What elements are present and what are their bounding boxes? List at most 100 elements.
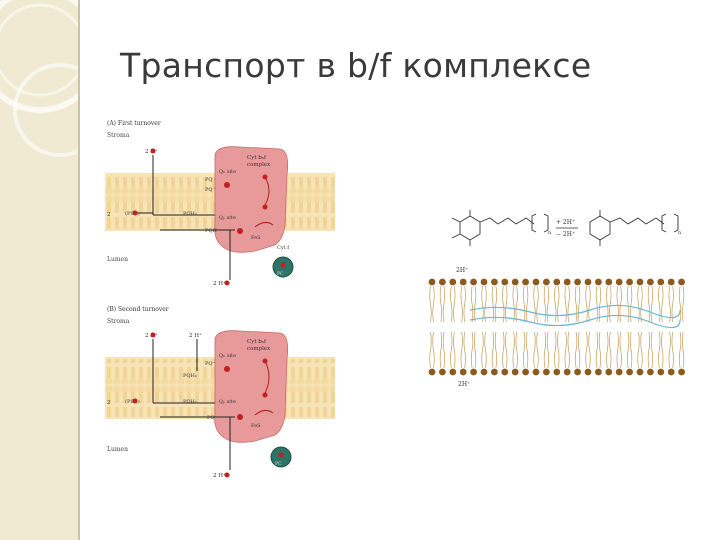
electron-paths-b xyxy=(152,339,274,470)
lipid-head xyxy=(491,368,498,376)
lipid-head xyxy=(647,278,654,286)
lipid-tail xyxy=(450,285,456,323)
lipid-head xyxy=(678,368,685,376)
lipid-tail xyxy=(575,331,581,369)
lipid-tail xyxy=(679,331,685,369)
lipid-tail xyxy=(471,331,477,369)
cyt-f-a: Cyt f xyxy=(277,245,290,251)
pqh2-b: PQH₂ xyxy=(183,399,197,405)
lipid-head xyxy=(667,278,675,286)
lipid-tail xyxy=(679,285,685,323)
stroma-label-a: Stroma xyxy=(107,132,130,139)
pc-heme-a xyxy=(280,262,286,268)
lipid-tail xyxy=(491,331,497,369)
lipid-head xyxy=(459,278,467,286)
lipid-tail xyxy=(450,331,456,369)
lipid-head xyxy=(480,278,488,286)
n-label-2: n xyxy=(678,230,682,236)
lipid-tail xyxy=(585,331,591,369)
n-label-1: n xyxy=(548,230,552,236)
lipid-head xyxy=(605,368,613,376)
lipid-tail xyxy=(606,331,612,369)
qn-site-a: Qₙ site xyxy=(219,169,236,175)
lipid-head xyxy=(595,368,602,376)
lipid-tail xyxy=(512,285,518,323)
h-left-b: 2 xyxy=(107,400,111,406)
lipid-head xyxy=(428,278,436,286)
membrane-lipids xyxy=(428,278,685,376)
lipid-tail xyxy=(543,331,549,369)
pqh-a: PQH xyxy=(205,228,217,234)
lipid-tail xyxy=(616,285,622,323)
lipid-tail xyxy=(512,331,518,369)
lipid-head xyxy=(626,278,633,286)
lipid-head xyxy=(678,278,685,286)
lipid-head xyxy=(511,278,519,286)
lipid-tail xyxy=(658,331,664,369)
lipid-tail xyxy=(502,285,508,323)
stroma-label-b: Stroma xyxy=(107,318,130,325)
lipid-head xyxy=(574,368,581,376)
lipid-tail xyxy=(647,331,653,369)
qp-site-a: Qₚ site xyxy=(219,215,236,221)
electron-paths-a xyxy=(135,155,274,280)
lipid-tail xyxy=(481,331,487,369)
complex-label-b1: Cyt b₆f xyxy=(247,339,267,345)
lipid-head xyxy=(428,368,436,376)
plastoquinone-structure xyxy=(451,210,549,246)
lipid-head xyxy=(636,278,644,286)
lipid-tail xyxy=(502,331,508,369)
heme-markers-b xyxy=(132,332,268,478)
lipid-tail xyxy=(429,285,435,323)
lipid-tail xyxy=(460,285,466,323)
lipid-tail xyxy=(595,331,601,369)
lipid-head xyxy=(563,368,571,376)
lipid-head xyxy=(449,368,457,376)
lipid-head xyxy=(491,278,498,286)
lipid-head xyxy=(615,278,623,286)
lipid-head xyxy=(449,278,457,286)
lipid-head xyxy=(480,368,488,376)
lipid-tail xyxy=(637,285,643,323)
lipid-tail xyxy=(491,285,497,323)
lipid-head xyxy=(522,278,529,286)
lipid-head xyxy=(439,368,446,376)
lipid-tail xyxy=(554,331,560,369)
lipid-head xyxy=(522,368,529,376)
panel-b: (B) Second turnover Stroma Lumen Cyt b₆f… xyxy=(105,306,335,479)
lipid-tail xyxy=(564,285,570,323)
sidebar xyxy=(0,0,80,540)
lipid-tail xyxy=(460,331,466,369)
lipid-head xyxy=(501,278,509,286)
h-bottom-b: 2 H⁺ xyxy=(213,473,226,479)
lipid-head xyxy=(605,278,613,286)
lipid-head xyxy=(595,278,602,286)
lumen-label-a: Lumen xyxy=(107,256,128,263)
lipid-tail xyxy=(523,331,529,369)
lipid-head xyxy=(636,368,644,376)
pq-b: PQ xyxy=(207,415,214,421)
lipid-tail xyxy=(585,285,591,323)
lipid-head xyxy=(647,368,654,376)
h-bottom-a: 2 H⁺ xyxy=(213,281,226,287)
pc-heme-b xyxy=(278,452,284,458)
lipid-tail xyxy=(616,331,622,369)
lipid-tail xyxy=(637,331,643,369)
lipid-tail xyxy=(627,331,633,369)
sidebar-divider xyxy=(78,0,80,540)
cyt-b6f-complex-a xyxy=(214,146,289,253)
lipid-tail xyxy=(533,285,539,323)
lipid-head xyxy=(584,278,592,286)
lipid-head xyxy=(459,368,467,376)
h-left-a: 2 xyxy=(107,212,111,218)
minus-2h-label: − 2H⁺ xyxy=(556,231,575,238)
lipid-tail xyxy=(543,285,549,323)
lipid-tail xyxy=(471,285,477,323)
lipid-head xyxy=(657,368,665,376)
lipid-tail xyxy=(564,331,570,369)
psii-a: (PSII) xyxy=(125,210,140,217)
lipid-head xyxy=(543,368,550,376)
lipid-tail xyxy=(575,285,581,323)
heme-markers-a xyxy=(132,148,268,286)
pq-minus-b: PQ⁻ xyxy=(205,361,215,367)
